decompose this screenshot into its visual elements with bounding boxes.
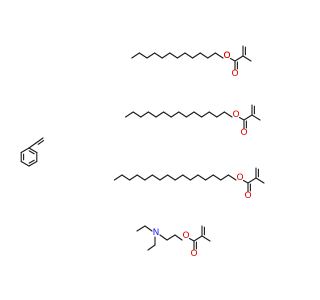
ester-oxygen: O [223, 51, 230, 61]
carbonyl-oxygen: O [231, 69, 238, 79]
chain-bond [138, 52, 148, 59]
chain-bond [197, 174, 207, 181]
methyl-bond [255, 177, 265, 184]
chain-bond [182, 174, 191, 181]
ring-bond [20, 160, 30, 167]
chain-bond [208, 111, 218, 118]
chain-bond [212, 174, 222, 181]
carbonyl-oxygen: O [190, 249, 197, 259]
chain-bond [151, 174, 161, 181]
vinyl-double-bond [35, 137, 44, 144]
ethyl-bond [147, 244, 156, 251]
chain-bond [201, 111, 210, 118]
amine-nitrogen: N [153, 228, 160, 238]
chain-bond [113, 174, 123, 181]
chain-bond [170, 111, 180, 118]
chain-bond [174, 174, 184, 181]
ethyl-bond [144, 225, 153, 232]
chain-bond [163, 111, 172, 118]
chain-bond [129, 174, 138, 181]
ester-bond [229, 57, 236, 62]
methyl-bond [201, 235, 211, 242]
chain-bond [176, 52, 186, 59]
ester-bond [242, 179, 249, 184]
chain-bond [169, 52, 178, 59]
alpha-bond [243, 114, 253, 121]
chain-bond [216, 111, 225, 118]
chain-bond [147, 111, 157, 118]
chain-bond [159, 174, 169, 181]
chain-bond [220, 174, 229, 181]
linker-bond [174, 234, 183, 241]
methyl-bond [251, 114, 261, 121]
chain-bond [167, 174, 176, 181]
chain-bond [185, 111, 195, 118]
chain-bond [161, 52, 171, 59]
chain-bond [193, 111, 203, 118]
alpha-bond [234, 55, 244, 62]
ester-oxygen: O [223, 51, 230, 61]
carbonyl-oxygen: O [244, 191, 251, 201]
chain-bond [131, 52, 140, 59]
chain-bond [207, 52, 216, 59]
chain-bond [184, 52, 194, 59]
molecule-hexadecyl-methacrylate: OO [113, 167, 265, 201]
chain-bond [189, 174, 199, 181]
molecule-tetradecyl-methacrylate: OO [125, 104, 261, 138]
linker-bond [159, 234, 168, 241]
molecule-styrene [20, 137, 45, 167]
carbonyl-oxygen: O [240, 128, 247, 138]
chain-bond [140, 111, 149, 118]
ester-oxygen: O [236, 173, 243, 183]
ester-bond [188, 237, 195, 242]
chain-bond [146, 52, 156, 59]
ester-oxygen: O [182, 231, 189, 241]
vinyl-double-bond [37, 140, 45, 145]
chain-bond [205, 174, 214, 181]
chain-bond [199, 52, 209, 59]
chain-bond [154, 52, 163, 59]
ring-bond [28, 147, 38, 154]
chain-bond [132, 111, 142, 118]
chain-bond [125, 111, 134, 118]
ester-oxygen: O [232, 110, 239, 120]
chain-bond [223, 111, 233, 118]
chain-bond [155, 111, 165, 118]
chain-bond [121, 174, 131, 181]
linker-bond [166, 234, 176, 241]
ring-bond [28, 160, 38, 167]
ethyl-bond [136, 225, 146, 232]
alpha-bond [247, 177, 257, 184]
molecule-diethylaminoethyl-methacrylate: N OO [136, 225, 211, 259]
chain-bond [144, 174, 153, 181]
ring-bond [20, 147, 30, 154]
alpha-bond [193, 235, 203, 242]
chain-bond [227, 174, 237, 181]
ester-bond [238, 116, 245, 121]
methyl-bond [242, 55, 252, 62]
ring-bond [28, 159, 35, 164]
chain-bond [136, 174, 146, 181]
chain-bond [192, 52, 201, 59]
chain-bond [178, 111, 187, 118]
vinyl-bond [28, 142, 37, 149]
ring-bond [28, 150, 35, 155]
chain-bond [214, 52, 224, 59]
molecule-dodecyl-methacrylate: OOO [131, 45, 252, 79]
